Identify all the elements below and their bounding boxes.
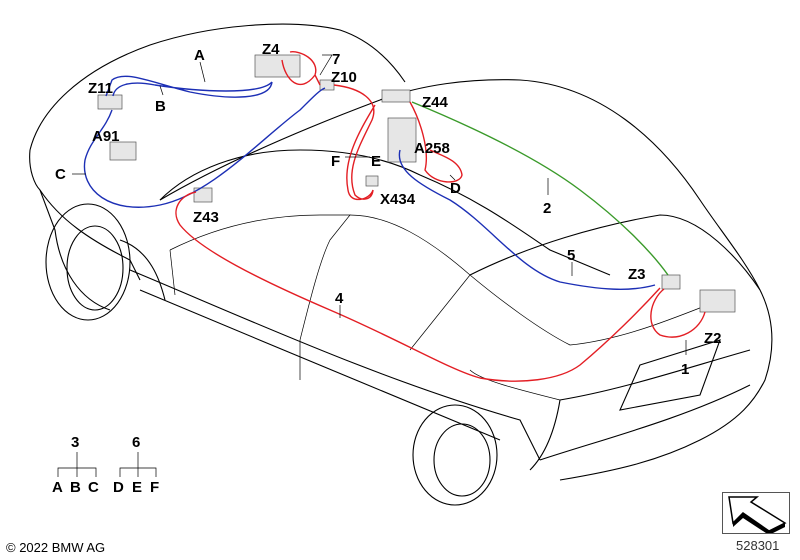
label-Z4: Z4 (262, 41, 280, 58)
wire-red-d (409, 101, 463, 183)
legend-F: F (150, 479, 159, 496)
label-Z3: Z3 (628, 266, 646, 283)
label-B: B (155, 98, 166, 115)
wire-blue-5 (398, 149, 656, 290)
label-Z2: Z2 (704, 330, 722, 347)
part-a258 (387, 117, 417, 163)
label-F: F (331, 153, 340, 170)
legend-D: D (113, 479, 124, 496)
wire-red-7 (281, 51, 321, 86)
legend-B: B (70, 479, 81, 496)
legend-6: 6 (132, 434, 140, 451)
wire-red-4 (175, 191, 661, 382)
wire-red-1 (650, 288, 706, 338)
label-E: E (371, 153, 381, 170)
label-C: C (55, 166, 66, 183)
wire-blue-c (83, 87, 326, 208)
label-Z10: Z10 (331, 69, 357, 86)
label-7: 7 (332, 51, 340, 68)
wire-green-2 (411, 101, 669, 276)
legend-A: A (52, 479, 63, 496)
label-5: 5 (567, 247, 575, 264)
label-X434: X434 (380, 191, 416, 208)
label-Z11: Z11 (88, 80, 113, 97)
legend: 3 A B C 6 D E F (52, 434, 159, 496)
label-A91: A91 (92, 128, 120, 145)
label-Z43: Z43 (193, 209, 219, 226)
part-z11 (97, 94, 123, 110)
label-2: 2 (543, 200, 551, 217)
legend-3: 3 (71, 434, 79, 451)
wire-harnesses (83, 51, 706, 382)
part-z44 (381, 89, 411, 103)
arrow-navigation-icon (728, 496, 787, 533)
components (97, 54, 736, 313)
part-a91 (109, 141, 137, 161)
document-number: 528301 (736, 538, 780, 553)
wire-red-z10 (333, 84, 376, 201)
part-z43 (193, 187, 213, 203)
label-D: D (450, 180, 461, 197)
part-x434 (365, 175, 379, 187)
label-A: A (194, 47, 205, 64)
legend-C: C (88, 479, 99, 496)
label-1: 1 (681, 361, 689, 378)
part-z3 (661, 274, 681, 290)
label-4: 4 (335, 290, 344, 307)
label-A258: A258 (414, 140, 450, 157)
label-Z44: Z44 (422, 94, 449, 111)
legend-E: E (132, 479, 142, 496)
navigation-box[interactable] (722, 492, 790, 534)
copyright: © 2022 BMW AG (6, 540, 106, 555)
part-z2 (699, 289, 736, 313)
leader-lines (72, 54, 687, 355)
callout-labels: A B C Z11 A91 Z4 7 Z10 Z44 A258 F E D X4… (55, 41, 722, 378)
car-outline (29, 23, 773, 506)
part-z4 (254, 54, 301, 78)
wire-blue-front (105, 75, 273, 98)
